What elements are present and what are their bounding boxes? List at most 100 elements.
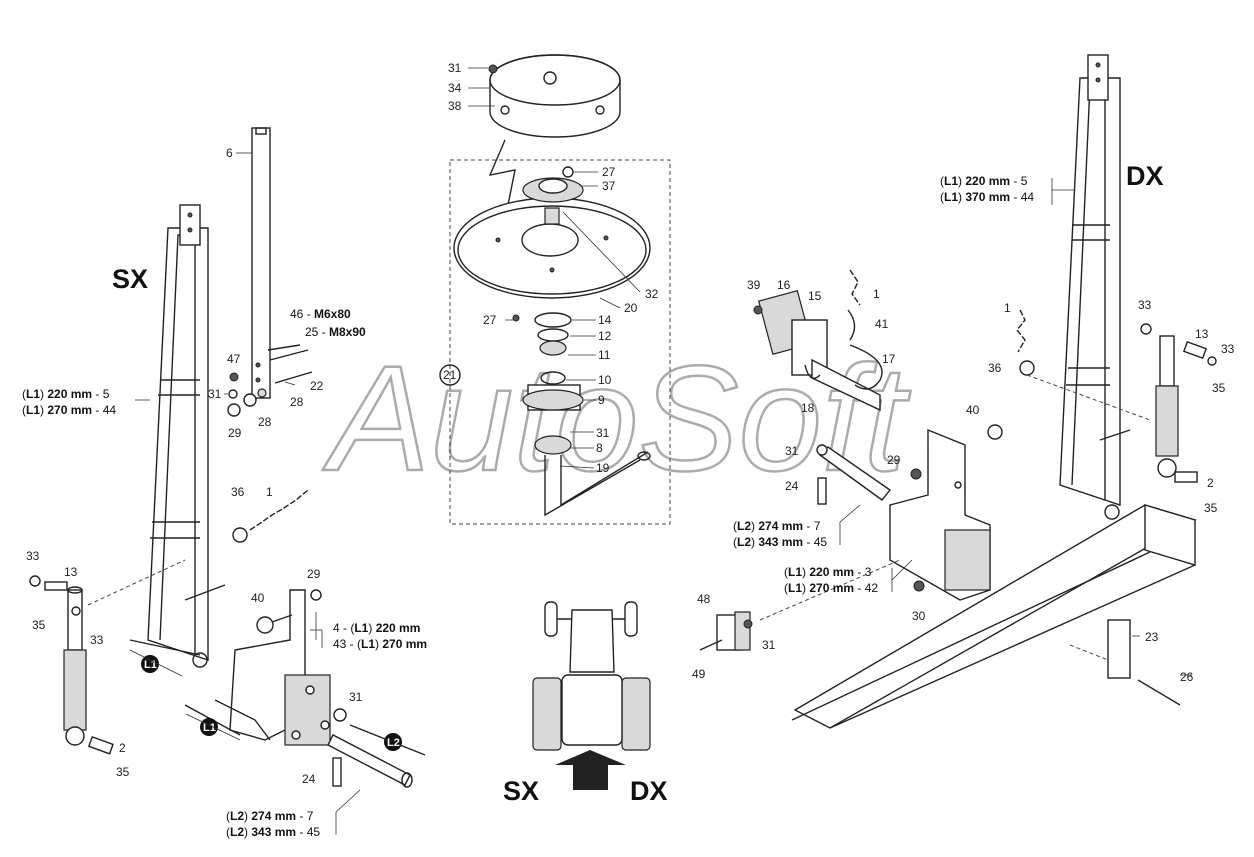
callout-31: 31	[762, 638, 776, 652]
direction-label-dx: DX	[630, 776, 668, 806]
side-label-dx: DX	[1126, 161, 1164, 191]
callout-38: 38	[448, 99, 462, 113]
callout-11: 11	[598, 348, 611, 362]
svg-text:L1: L1	[203, 722, 216, 734]
callout-36: 36	[231, 485, 245, 499]
callout-18: 18	[801, 401, 815, 415]
callout-31: 31	[448, 61, 462, 75]
callout-9: 9	[598, 393, 605, 407]
dimension-right-frame-2: (L1) 370 mm - 44	[940, 190, 1034, 204]
callout-19: 19	[596, 461, 610, 475]
callout-33: 33	[1138, 298, 1152, 312]
left-cylinder	[29, 559, 186, 755]
callout-6: 6	[226, 146, 233, 160]
svg-text:L1: L1	[144, 659, 157, 671]
callout-31: 31	[349, 690, 363, 704]
clamp-48	[699, 559, 901, 651]
callout-1: 1	[1004, 301, 1011, 315]
bolts-group	[227, 344, 313, 417]
callout-14: 14	[598, 313, 612, 327]
callout-39: 39	[747, 278, 761, 292]
right-cylinder	[1019, 323, 1217, 483]
callout-20: 20	[624, 301, 638, 315]
badge-l1-bracket: L1	[200, 718, 218, 736]
callout-40: 40	[251, 591, 265, 605]
callout-29: 29	[887, 453, 901, 467]
rotor-disc	[453, 166, 651, 299]
tractor-icon	[532, 601, 651, 790]
dimension-right-axle-1: (L2) 274 mm - 7	[733, 519, 821, 533]
dimension-right-bracket-1: (L1) 220 mm - 3	[784, 565, 872, 579]
callout-48: 48	[697, 592, 711, 606]
dimension-left-axle-2: (L2) 343 mm - 45	[226, 825, 320, 839]
callout-33: 33	[1221, 342, 1235, 356]
callout-13: 13	[64, 565, 78, 579]
callout-31: 31	[785, 444, 799, 458]
dimension-left-bracket-1: 4 - (L1) 220 mm	[333, 621, 420, 635]
dimension-left-axle-1: (L2) 274 mm - 7	[226, 809, 314, 823]
dimension-right-bracket-2: (L1) 270 mm - 42	[784, 581, 878, 595]
callout-13: 13	[1195, 327, 1209, 341]
callout-40: 40	[966, 403, 980, 417]
left-bracket	[184, 589, 331, 746]
dimension-right-frame-1: (L1) 220 mm - 5	[940, 174, 1028, 188]
callout-15: 15	[808, 289, 822, 303]
spec-bolt-46: 46 - M6x80	[290, 307, 351, 321]
callout-31: 31	[208, 387, 222, 401]
callout-8: 8	[596, 441, 603, 455]
callout-33: 33	[90, 633, 104, 647]
callout-22: 22	[310, 379, 324, 393]
callout-1: 1	[266, 485, 273, 499]
dimension-blocks: (L1) 220 mm - 5 (L1) 270 mm - 44 (L1) 220 …	[22, 174, 1034, 839]
callout-21-circle	[439, 364, 461, 386]
dimension-right-axle-2: (L2) 343 mm - 45	[733, 535, 827, 549]
badge-l1-frame: L1	[141, 655, 159, 673]
right-bracket	[889, 424, 1003, 601]
top-cap	[488, 54, 621, 138]
right-chain	[1016, 309, 1026, 353]
badge-l2-axle: L2	[384, 733, 402, 751]
callout-2: 2	[119, 741, 126, 755]
dimension-left-frame-2: (L1) 270 mm - 44	[22, 403, 116, 417]
callout-34: 34	[448, 81, 462, 95]
callout-35: 35	[116, 765, 130, 779]
callout-31: 31	[596, 426, 610, 440]
callout-35: 35	[32, 618, 46, 632]
callout-27: 27	[483, 313, 497, 327]
dimension-left-bracket-2: 43 - (L1) 270 mm	[333, 637, 427, 651]
callout-2: 2	[1207, 476, 1214, 490]
callout-1: 1	[873, 287, 880, 301]
left-chain	[232, 489, 309, 543]
callout-21: 21	[443, 368, 457, 382]
dimension-left-frame-1: (L1) 220 mm - 5	[22, 387, 110, 401]
callout-49: 49	[692, 667, 706, 681]
callout-37: 37	[602, 179, 616, 193]
callout-23: 23	[1145, 630, 1159, 644]
callout-29: 29	[307, 567, 321, 581]
hub-stack	[512, 312, 651, 517]
callout-41: 41	[875, 317, 889, 331]
callout-26: 26	[1180, 670, 1194, 684]
hitch-assembly	[753, 269, 883, 412]
main-beam	[791, 504, 1197, 729]
callout-12: 12	[598, 329, 612, 343]
spec-bolt-25: 25 - M8x90	[305, 325, 366, 339]
callout-32: 32	[645, 287, 659, 301]
callout-24: 24	[302, 772, 316, 786]
leader-lines	[135, 67, 1192, 835]
callout-36: 36	[988, 361, 1002, 375]
callout-33: 33	[26, 549, 40, 563]
callout-28: 28	[258, 415, 272, 429]
side-label-sx: SX	[112, 264, 148, 294]
callout-28: 28	[290, 395, 304, 409]
left-axle	[327, 708, 426, 788]
callout-47: 47	[227, 352, 241, 366]
callout-35: 35	[1212, 381, 1226, 395]
callout-30: 30	[912, 609, 926, 623]
svg-text:L2: L2	[387, 737, 400, 749]
rotor-assembly-box	[449, 159, 671, 525]
post-6	[251, 127, 271, 399]
callout-35: 35	[1204, 501, 1218, 515]
